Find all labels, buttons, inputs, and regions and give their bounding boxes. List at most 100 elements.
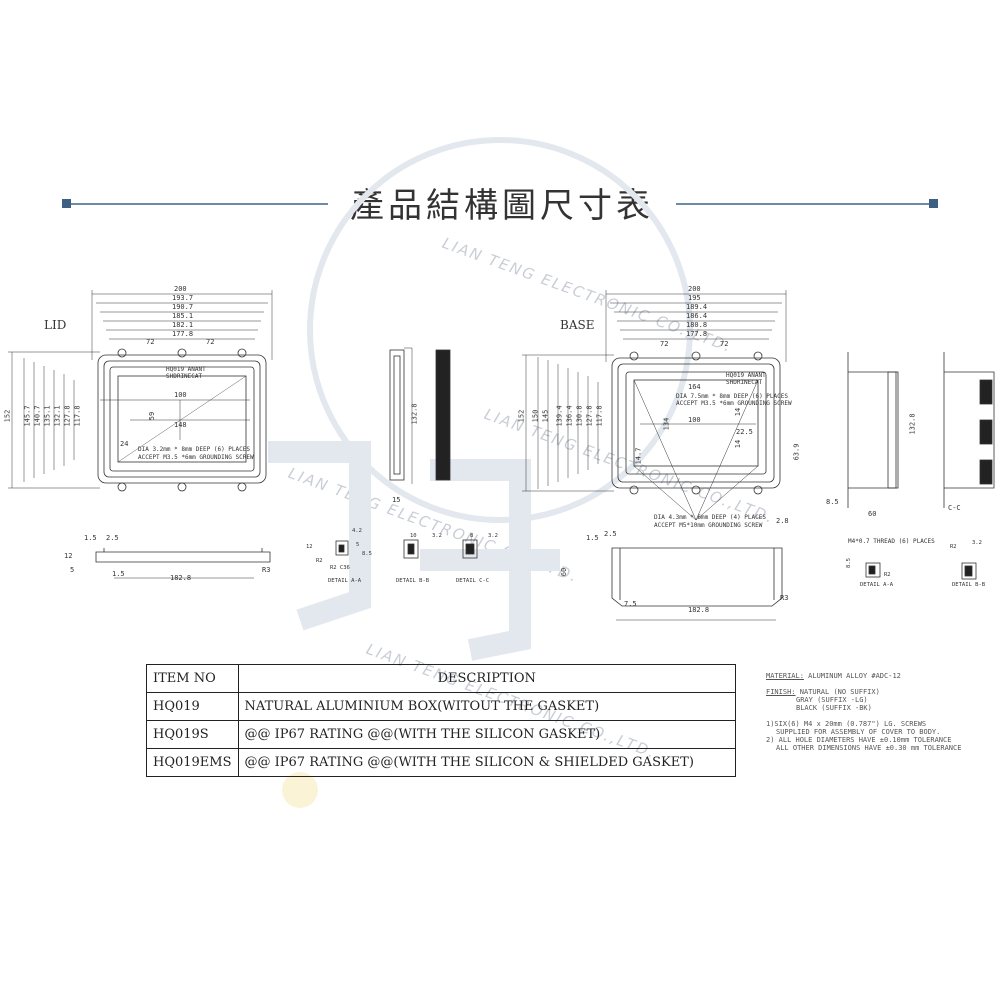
finish-value-3: BLACK (SUFFIX -BK) [796, 704, 872, 712]
material-label: MATERIAL: [766, 672, 804, 680]
lid-width-dim-3: 190.7 [172, 303, 194, 311]
lid-section-radius: R3 [262, 566, 271, 574]
base-top-view [611, 351, 781, 521]
finish-value-1: NATURAL (NO SUFFIX) [799, 688, 880, 696]
lid-inner-dim-59: 59 [148, 411, 157, 421]
lid-height-dim-7: 117.8 [73, 405, 82, 427]
lid-details [335, 539, 478, 559]
title-bar: 產品結構圖尺寸表 [0, 178, 1000, 228]
lid-height-dim-1: 152 [3, 409, 12, 423]
finish-value-2: GRAY (SUFFIX -LG) [796, 696, 868, 704]
lid-detail-c-dim-2: 3.2 [488, 533, 498, 539]
finish-line: FINISH: NATURAL (NO SUFFIX) [766, 688, 961, 696]
description-cell: @@ IP67 RATING @@(WITH THE SILICON & SHI… [237, 748, 737, 777]
base-inner-dim-14-7: 14.7 [634, 447, 643, 465]
base-details [865, 562, 977, 580]
base-width-dim-5: 180.8 [686, 321, 708, 329]
table-row: HQ019S @@ IP67 RATING @@(WITH THE SILICO… [146, 720, 737, 749]
base-inner-dim-100: 100 [688, 416, 701, 424]
table-row: HQ019 NATURAL ALUMINIUM BOX(WITOUT THE G… [146, 692, 737, 721]
finish-label: FINISH: [766, 688, 796, 696]
table-row: HQ019EMS @@ IP67 RATING @@(WITH THE SILI… [146, 748, 737, 777]
base-section-dim-2: 1.5 [586, 534, 599, 542]
title-rule-left [66, 203, 328, 205]
watermark-logo [268, 137, 693, 661]
base-height-dim-8: 117.8 [595, 405, 604, 427]
description-cell: NATURAL ALUMINIUM BOX(WITOUT THE GASKET) [237, 692, 737, 721]
lid-detail-a-dim-6: R2 C36 [330, 565, 350, 571]
title-rule-left-endcap [62, 199, 71, 208]
note-3: 2) ALL HOLE DIAMETERS HAVE ±0.10mm TOLER… [766, 736, 952, 744]
base-inner-dim-14a: 14 [734, 407, 743, 417]
lid-detail-c-name: DETAIL C-C [456, 578, 490, 584]
base-detail-a-name: DETAIL A-A [860, 582, 894, 588]
lid-width-dim-2: 193.7 [172, 294, 194, 302]
lid-detail-a-dim-2: 12 [306, 544, 313, 550]
lid-section-dim-5: 1.5 [112, 570, 125, 578]
base-height-dim-7: 127.8 [585, 405, 594, 427]
base-inner-dim-14b: 14 [734, 439, 743, 449]
lid-dimension-lines [8, 290, 273, 489]
base-height-dim-4: 139.4 [555, 405, 564, 427]
lid-label-top: HQ019 ANANT [166, 366, 206, 373]
base-thread-note: M4*0.7 THREAD (6) PLACES [848, 538, 935, 545]
base-section-dim-60: 60 [560, 567, 569, 577]
material-line: MATERIAL: ALUMINUM ALLOY #ADC-12 [766, 672, 961, 680]
header-description: DESCRIPTION [237, 664, 737, 693]
lid-section-dim-1: 2.5 [106, 534, 119, 542]
base-top-dim-2: 72 [720, 340, 729, 348]
lid-detail-a-dim-1: 4.2 [352, 528, 362, 534]
base-width-dim-3: 189.4 [686, 303, 708, 311]
base-height-dim-3: 145 [541, 409, 550, 423]
base-section-width: 182.8 [688, 606, 710, 614]
base-height-dim-2: 150 [531, 409, 540, 423]
title-rule-right-endcap [929, 199, 938, 208]
lid-height-dim-3: 140.7 [33, 405, 42, 427]
base-side-view [847, 352, 995, 508]
item-no-cell: HQ019EMS [146, 748, 239, 777]
base-height-dim-1: 152 [517, 409, 526, 423]
base-top-dim-1: 72 [660, 340, 669, 348]
base-view-cc: C-C [948, 504, 961, 512]
lid-label-sub: SHDRINECAT [166, 373, 203, 380]
base-detail-b-dim-2: 3.2 [972, 540, 982, 546]
watermark-dot [282, 772, 318, 808]
lid-side-dim: 132.8 [410, 403, 419, 425]
base-section-radius: R3 [780, 594, 789, 602]
lid-section-width: 182.8 [170, 574, 192, 582]
base-label-top: HQ019 ANANT [726, 372, 766, 379]
base-side-dim-60: 60 [868, 510, 877, 518]
lid-height-dim-5: 132.1 [53, 405, 62, 427]
base-inner-note-line2: ACCEPT M3.5 *6mm GROUNDING SCREW [676, 400, 792, 407]
lid-height-dim-6: 127.8 [63, 405, 72, 427]
base-height-dim-6: 130.8 [575, 405, 584, 427]
item-table: ITEM NO DESCRIPTION HQ019 NATURAL ALUMIN… [146, 664, 737, 777]
spec-notes: MATERIAL: ALUMINUM ALLOY #ADC-12 FINISH:… [766, 672, 961, 752]
title-rule-right [676, 203, 934, 205]
item-no-cell: HQ019 [146, 692, 239, 721]
base-label-sub: SHDRINECAT [726, 379, 763, 386]
base-detail-a-dim-2: R2 [884, 572, 891, 578]
base-section-dim-1: 2.5 [604, 530, 617, 538]
lid-top-view [97, 348, 267, 492]
page-title: 產品結構圖尺寸表 [350, 186, 654, 226]
item-table-header: ITEM NO DESCRIPTION [146, 664, 737, 693]
lid-section-dim-4: 5 [70, 566, 75, 574]
base-side-dim-8-5: 8.5 [826, 498, 839, 506]
base-view-label: BASE [560, 318, 595, 332]
base-width-dim-1: 200 [688, 285, 701, 293]
base-section-view [611, 547, 783, 621]
base-note-line2: ACCEPT M5*10mm GROUNDING SCREW [654, 522, 763, 529]
lid-detail-a-dim-3: 5 [356, 542, 360, 548]
base-section-right: 2.8 [776, 517, 789, 525]
base-width-dim-4: 186.4 [686, 312, 708, 320]
lid-detail-b-dim-1: 10 [410, 533, 417, 539]
lid-view-label: LID [44, 318, 67, 332]
lid-inner-dim-100: 100 [174, 391, 187, 399]
base-inner-note-line1: DIA 7.5mm * 8mm DEEP (6) PLACES [676, 393, 788, 400]
lid-height-dim-2: 145.7 [23, 405, 32, 427]
lid-inner-dim-24: 24 [120, 440, 129, 448]
note-2: SUPPLIED FOR ASSEMBLY OF COVER TO BODY. [776, 728, 941, 736]
lid-note-line1: DIA 3.2mm * 8mm DEEP (6) PLACES [138, 446, 250, 453]
